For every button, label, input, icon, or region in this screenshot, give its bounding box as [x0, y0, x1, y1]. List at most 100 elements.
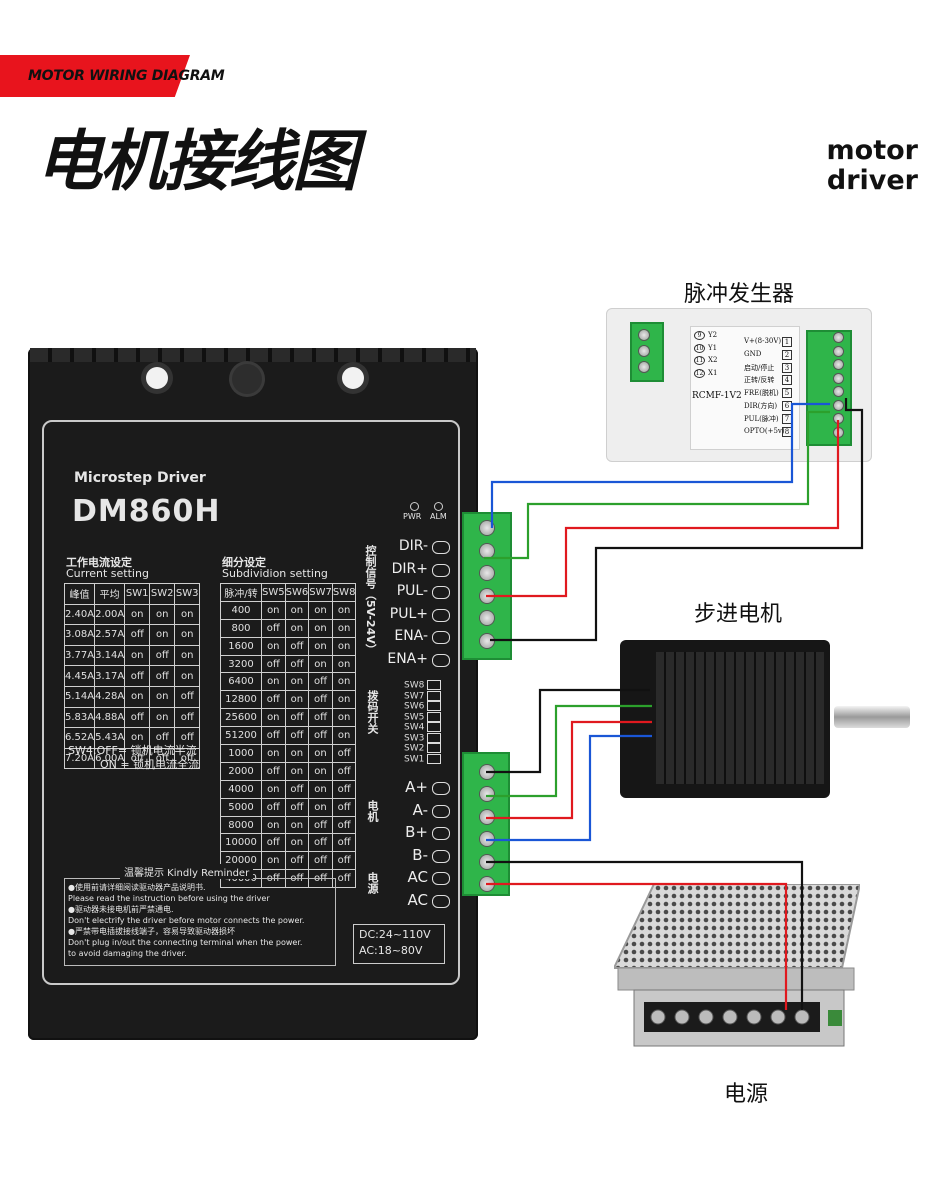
driver-model: DM860H [72, 494, 221, 529]
reminder-title: 温馨提示 Kindly Reminder [120, 864, 254, 879]
psu-terminal-screw-icon [722, 1009, 738, 1025]
dip-switch-label: SW5 [404, 712, 425, 722]
signal-pin-label: PUL- [396, 583, 428, 600]
alm-led-label: ALM [430, 512, 447, 521]
reminder-line: ●严禁带电插拔接线端子，容易导致驱动器损坏 [68, 927, 235, 936]
power-supply-unit [614, 884, 860, 1047]
table-cell: 1000 [220, 744, 262, 763]
table-cell: 7.20A [63, 747, 96, 770]
terminal-screw-icon [480, 611, 494, 626]
pulse-pin-number: 5 [782, 388, 792, 399]
dip-switch-label: SW8 [404, 680, 425, 691]
subdivision-title-cn: 细分设定 [222, 556, 266, 569]
power-side-label: 电源 [366, 872, 379, 894]
dip-switch: SW5 [404, 711, 442, 722]
page-subtitle: motor driver [827, 136, 918, 196]
wire-black-pul [490, 398, 864, 642]
pulse-pin-name: PUL(脉冲) [744, 414, 779, 423]
table-cell: 6.00A [94, 747, 126, 770]
pulse-pin-name: GND [744, 349, 762, 358]
motor-power-pin-label: A+ [405, 778, 428, 796]
power-supply-label: 电源 [724, 1082, 769, 1107]
pwr-led-icon [410, 502, 419, 511]
dip-switch-toggle-icon [427, 680, 442, 690]
pulse-pin-name: DIR(方向) [744, 402, 778, 410]
wire-blue-b-minus [486, 734, 652, 842]
mount-hole-icon [342, 367, 364, 389]
pulse-pin-number: 11 [694, 356, 705, 365]
terminal-screw-icon [480, 521, 494, 535]
terminal-screw-icon [834, 333, 843, 342]
motor-power-pin-label: AC [407, 891, 428, 909]
pulse-pin-number: 1 [782, 337, 792, 347]
header-banner [0, 55, 190, 97]
terminal-screw-icon [834, 360, 843, 369]
signal-side-label: 控制信号（5V-24V） [364, 545, 377, 655]
terminal-port-icon [432, 586, 450, 600]
subtitle-line-2: driver [826, 165, 918, 196]
table-cell: 3.77A [63, 644, 96, 667]
driver-heatsink-fins [30, 348, 476, 362]
motor-body-ribs [656, 652, 824, 784]
pulse-right-terminal [806, 330, 852, 446]
wire-red-b-plus [486, 720, 652, 820]
pulse-pin-name: FRE(脱机) [744, 389, 779, 398]
dip-switch-toggle-icon [427, 701, 442, 711]
mount-hole-icon [146, 367, 168, 389]
dip-switch-toggle-icon [427, 753, 442, 764]
table-cell: off [331, 833, 357, 853]
table-cell: off [331, 869, 357, 889]
dip-switch: SW1 [404, 753, 442, 764]
terminal-screw-icon [480, 787, 494, 802]
terminal-port-icon [432, 608, 450, 622]
driver-brand: Microstep Driver [74, 470, 206, 486]
pulse-pin-name: V+(8-30V) [744, 337, 782, 345]
reminder-line: Don't plug in/out the connecting termina… [68, 938, 303, 947]
page-title: 电机接线图 [36, 123, 358, 200]
pulse-generator-label: 脉冲发生器 [684, 282, 795, 307]
pulse-pin-name: X2 [708, 356, 718, 364]
pulse-pin-number: 2 [782, 349, 792, 360]
stepper-motor-label: 步进电机 [694, 602, 783, 627]
wire-blue-dir [490, 402, 830, 528]
terminal-screw-icon [639, 330, 649, 340]
driver-label-panel [42, 420, 460, 985]
terminal-port-icon [432, 804, 450, 818]
screw-icon [232, 364, 262, 394]
wire-black-a-plus [486, 688, 650, 774]
motor-power-pin-label: A- [412, 800, 428, 819]
pulse-generator-model: RCMF-1V2 [692, 391, 742, 401]
pulse-pin-name: Y2 [708, 331, 718, 339]
dip-switch-label: SW1 [404, 754, 425, 764]
dc-range: DC:24~110V [359, 928, 431, 941]
pulse-pin-name: 正转/反转 [744, 376, 775, 385]
dip-switch: SW2 [404, 743, 442, 754]
motor-side-label: 电机 [366, 800, 379, 822]
reminder-line: ●使用前请详细阅读驱动器产品说明书. [68, 883, 206, 892]
reminder-line: ●驱动器未接电机前严禁通电. [68, 905, 174, 914]
pulse-pin-number: 10 [694, 343, 705, 353]
terminal-port-icon [432, 782, 450, 795]
wire-green-dir [484, 410, 830, 560]
sw4-note-1: SW4:OFF= 锁机电流半流 [68, 744, 197, 757]
dip-switch-toggle-icon [427, 722, 442, 732]
motor-shaft [834, 706, 910, 728]
terminal-screw-icon [834, 414, 843, 423]
voltage-range-box [353, 924, 445, 964]
sw4-note-2: ON = 锁机电流全流 [100, 758, 200, 771]
terminal-screw-icon [834, 387, 843, 396]
current-title-en: Current setting [66, 567, 149, 580]
terminal-port-icon [432, 827, 450, 841]
reminder-line: Please read the instruction before using… [68, 894, 270, 903]
pulse-pin-number: 12 [694, 368, 705, 378]
pulse-pin-number: 9 [694, 331, 705, 340]
